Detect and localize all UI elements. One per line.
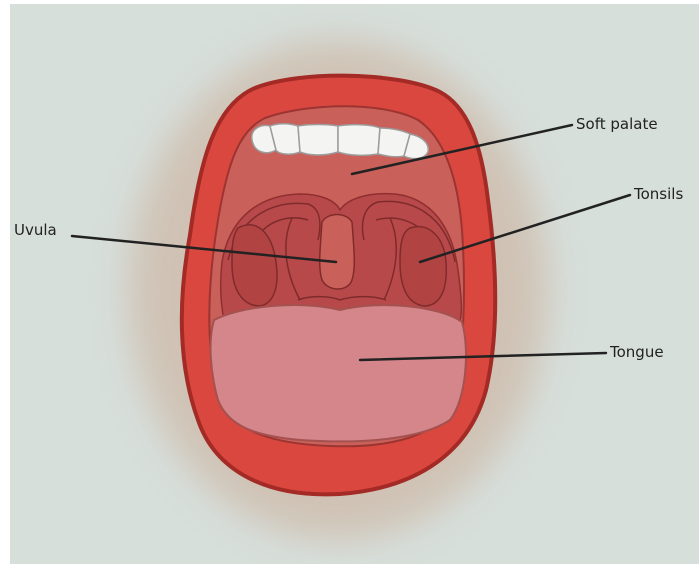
right-tonsil xyxy=(400,227,446,306)
uvula xyxy=(320,215,355,290)
tongue xyxy=(211,305,466,441)
uvula-label: Uvula xyxy=(14,223,57,238)
tongue-label: Tongue xyxy=(610,345,664,360)
tonsils-label: Tonsils xyxy=(634,187,683,202)
soft-palate-label: Soft palate xyxy=(576,117,658,132)
